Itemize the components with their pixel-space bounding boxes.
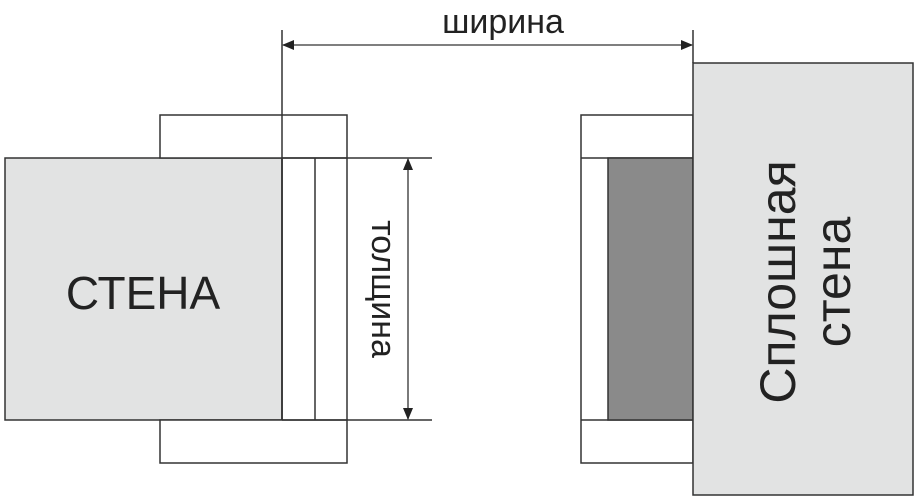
right-insert <box>607 157 694 421</box>
left-frame-top <box>159 114 348 159</box>
left-wall <box>4 157 283 421</box>
solid-wall-label-line1: Сплошная <box>750 160 806 403</box>
width-label: ширина <box>442 3 564 41</box>
thickness-label: толщина <box>364 220 402 358</box>
left-frame-bottom <box>159 419 348 464</box>
solid-wall-label-line2: стена <box>805 217 861 348</box>
solid-wall <box>692 62 914 496</box>
wall-label: СТЕНА <box>66 267 221 319</box>
